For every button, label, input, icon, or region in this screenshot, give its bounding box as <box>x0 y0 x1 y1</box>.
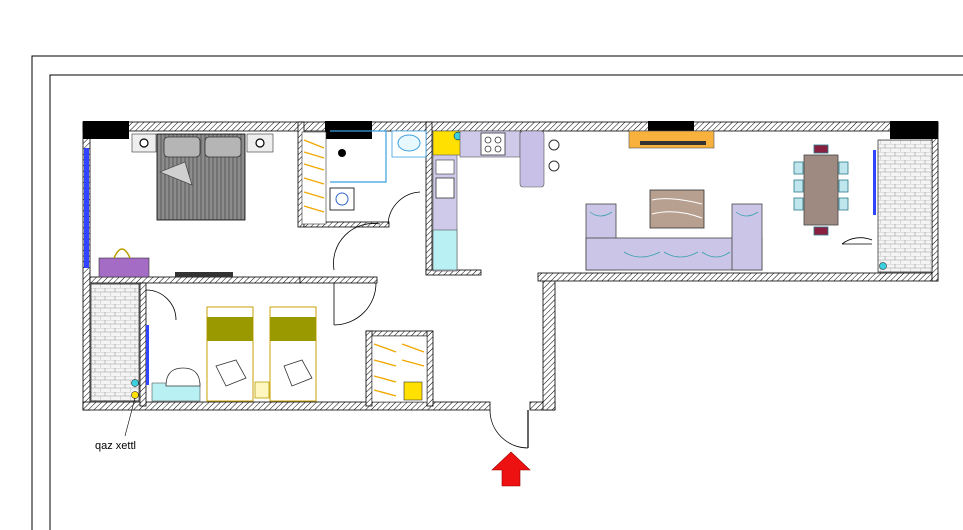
window-bedroom <box>83 121 129 139</box>
dining-table <box>803 154 839 226</box>
hall-storage <box>371 335 428 403</box>
shower-drain-icon <box>338 149 346 157</box>
bedroom-divider-wall-2 <box>299 276 378 284</box>
kitchen-island <box>519 130 545 188</box>
windows <box>83 121 938 268</box>
hangers-storage <box>373 343 425 397</box>
kitchen-counter-cyan <box>432 229 458 271</box>
red-entry-arrow-icon <box>491 451 531 487</box>
drain-left-icon <box>131 379 139 387</box>
gas-stove-icon <box>480 132 506 156</box>
bed-fold <box>159 161 193 186</box>
gas-boiler-label: qaz xettl <box>95 440 136 452</box>
door-kids-swing <box>333 282 377 326</box>
single-bed-1-head <box>207 317 253 341</box>
entry-door-swing <box>489 409 529 449</box>
door-balcony-left-swing <box>145 289 177 321</box>
bathroom <box>329 130 427 211</box>
storage-wall-top <box>365 330 433 337</box>
sink-icon <box>397 134 421 152</box>
living-room <box>585 130 763 271</box>
sofa-cushions <box>589 211 759 258</box>
kitchen-wall <box>425 121 433 275</box>
oven-icon <box>435 159 455 175</box>
lamp-right-icon <box>255 138 265 148</box>
kitchen <box>432 130 560 272</box>
gas-boiler-icon <box>131 391 139 399</box>
stool-2-icon <box>548 160 560 172</box>
stool-1-icon <box>548 139 560 151</box>
hangers-master <box>303 139 325 213</box>
balcony-right-tiles <box>877 139 933 273</box>
dining-area <box>793 144 873 245</box>
window-bathroom <box>325 121 372 139</box>
washing-machine-drum-icon <box>335 192 349 206</box>
washing-machine <box>329 187 355 211</box>
window-left-side <box>84 148 89 268</box>
bath-wall-bottom <box>303 221 390 228</box>
balcony-left-door-glass <box>146 325 149 385</box>
storage-wall-left <box>365 330 373 407</box>
sofa-right <box>731 203 763 271</box>
bed-pillows <box>215 359 313 387</box>
door-balcony-right-swing <box>841 237 873 245</box>
left-balcony: qaz xettl <box>90 283 149 452</box>
pillow-right <box>204 136 242 158</box>
gas-boiler-leader <box>124 397 136 437</box>
door-bathroom-swing <box>387 191 421 225</box>
window-right <box>890 121 938 139</box>
right-balcony <box>873 139 933 273</box>
entrance <box>489 409 531 487</box>
tv-stand <box>628 130 715 149</box>
living-bottom-wall <box>537 272 939 282</box>
coffee-table-grain <box>651 198 703 219</box>
balcony-wall-left <box>139 282 147 407</box>
armchair-icon <box>165 367 201 387</box>
tv-unit <box>175 272 233 277</box>
inner-sheet-frame <box>49 74 963 530</box>
chest-of-drawers <box>98 257 150 278</box>
drain-right-icon <box>879 262 887 270</box>
bedroom-divider-wall <box>89 276 301 284</box>
balcony-left-tiles <box>90 283 140 402</box>
tv-screen <box>640 141 706 145</box>
dining-chairs <box>793 144 849 236</box>
master-bedroom <box>98 131 421 278</box>
pillow-left <box>163 136 201 158</box>
nightstand-kids <box>254 381 270 399</box>
storage-box <box>403 381 423 401</box>
single-bed-2-head <box>270 317 316 341</box>
outer-sheet-frame <box>31 55 963 530</box>
door-master-swing <box>333 223 381 271</box>
top-wall <box>82 121 939 132</box>
basket-icon <box>113 248 131 259</box>
shower-frame <box>330 130 387 183</box>
bottom-wall-left <box>82 401 491 411</box>
coffee-table <box>649 189 705 229</box>
storage-wall-right <box>426 330 434 407</box>
kids-bedroom <box>145 282 377 402</box>
balcony-right-door-glass <box>873 150 876 215</box>
lamp-left-icon <box>139 138 149 148</box>
right-leg-wall <box>542 273 556 411</box>
right-wall <box>931 121 939 282</box>
kitchen-sink-icon <box>435 177 455 199</box>
